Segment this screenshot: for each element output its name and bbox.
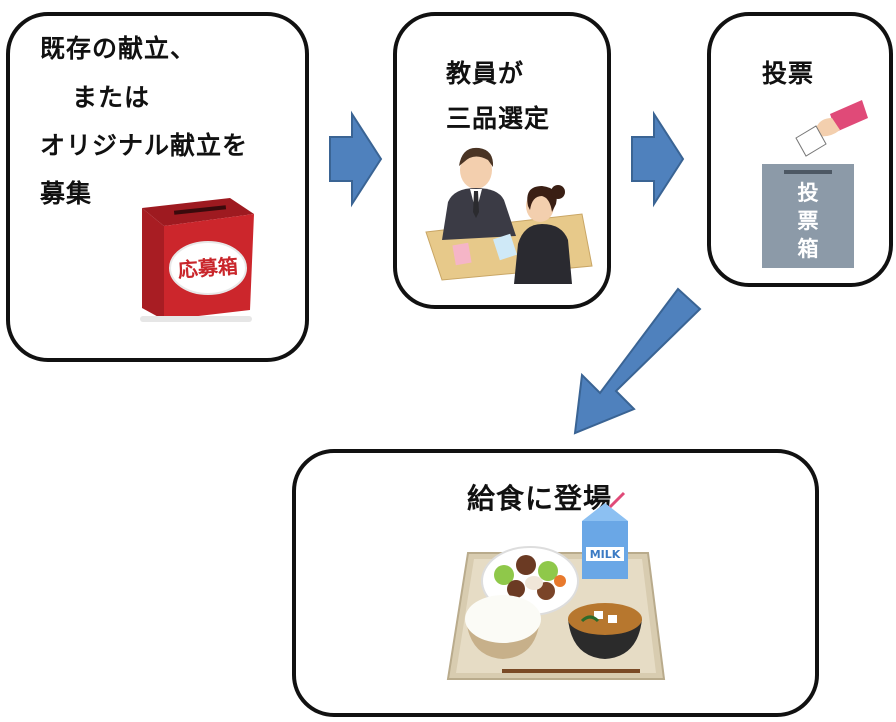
teachers-illustration (425, 147, 593, 284)
milk-label-bg (586, 547, 624, 561)
woman-hair (527, 186, 557, 212)
milk-label: MILK (590, 548, 621, 561)
carrot (554, 575, 566, 587)
woman-body (514, 224, 572, 284)
woman-bun (551, 185, 565, 199)
ballot-char-2: 票 (798, 209, 819, 233)
collect-line-1: 既存の献立、 (40, 34, 197, 63)
man-head (460, 151, 492, 189)
meat-1 (516, 555, 536, 575)
box-badge (169, 241, 247, 295)
seaweed (580, 615, 600, 623)
ballot-illustration: 投 票 箱 (762, 100, 868, 268)
milk-carton-top (582, 503, 628, 521)
veg-1 (494, 565, 514, 585)
man-body (442, 188, 516, 240)
arrow-diagonal-down-left (573, 287, 702, 435)
vote-title: 投票 (762, 59, 815, 88)
man-tie (473, 191, 479, 218)
box-badge-text: 応募箱 (177, 254, 239, 282)
collect-line-2: または (72, 83, 151, 112)
paper-1 (452, 242, 472, 266)
milk-straw (608, 491, 626, 509)
box-slot (173, 205, 227, 215)
ballot-char-3: 箱 (798, 237, 819, 261)
collect-line-4: 募集 (40, 179, 93, 208)
paper-2 (493, 233, 517, 261)
ballot-box-slot (784, 170, 832, 174)
arrow-right-1 (329, 110, 383, 208)
arrow-right-2 (631, 110, 685, 208)
hand-sleeve (830, 100, 868, 132)
select-line-1: 教員が (446, 59, 525, 88)
hand (816, 118, 840, 137)
tofu-1 (594, 611, 603, 619)
onion (525, 576, 543, 590)
box-base (140, 316, 252, 322)
soup (568, 603, 642, 635)
collect-line-3: オリジナル献立を (40, 131, 249, 160)
rice (465, 595, 541, 643)
veg-2 (538, 561, 558, 581)
lunch-illustration: MILK (446, 491, 666, 680)
serve-title: 給食に登場 (467, 482, 613, 515)
ballot-box-body (762, 164, 854, 268)
box-front (142, 208, 164, 320)
meat-2 (507, 580, 525, 598)
ballot-char-1: 投 (798, 181, 819, 205)
man-hair (459, 147, 494, 167)
select-line-2: 三品選定 (446, 104, 551, 133)
ballot-paper (795, 125, 827, 157)
submission-box-illustration: 応募箱 (140, 198, 254, 322)
tofu-2 (608, 615, 617, 623)
